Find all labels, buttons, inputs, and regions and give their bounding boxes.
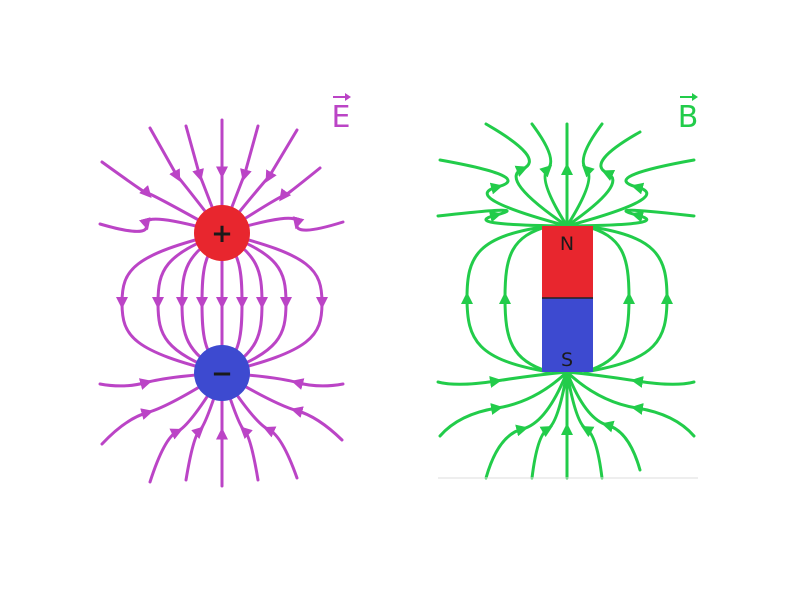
electric-outward-line [220,166,322,235]
negative-charge-symbol: − [211,359,233,389]
electric-inward-line [220,371,299,480]
magnetic-outward-line [438,158,569,228]
electric-outward-line [220,128,299,235]
electric-outward-line [220,124,260,235]
electric-dipole-loop [220,231,269,375]
electric-inward-line [148,371,224,484]
electric-dipole-loop [116,231,224,375]
magnetic-inward-line [438,370,569,438]
electric-outward-line [98,217,224,235]
magnetic-inward-line [565,370,696,438]
positive-charge [194,205,250,261]
magnetic-inward-line [565,370,642,472]
magnetic-outward-line [565,208,696,228]
electric-dipole-loop [220,231,329,375]
south-pole-label: S [561,349,573,371]
magnetic-loop [498,224,551,374]
negative-charge [194,345,250,401]
magnetic-loop [460,224,551,374]
magnetic-inward-line [436,370,569,388]
positive-charge-symbol: + [211,219,233,249]
magnetic-inward-line [530,370,569,480]
magnetic-field-lines [436,122,696,480]
electric-outward-line [220,216,345,235]
north-pole [542,226,593,298]
magnetic-outward-line [565,122,604,228]
north-pole-label: N [560,233,574,255]
electric-field-lines [98,118,345,488]
magnetic-inward-line [484,370,569,480]
electric-dipole-loop [151,231,224,375]
electric-field-label: E [332,100,351,135]
magnetic-inward-line [565,370,696,388]
magnetic-inward-line [565,370,604,480]
electric-dipole-loop [176,231,224,375]
electric-outward-line [100,160,224,235]
bar-magnet-panel: N S B [436,93,699,480]
electric-outward-line [148,126,224,235]
magnetic-field-label: B [678,100,699,135]
electric-dipole-loop [220,231,293,375]
vector-arrow-icon [680,93,698,101]
magnetic-loop [583,224,636,374]
magnetic-outward-line [565,130,642,228]
electric-outward-line [184,124,224,235]
magnetic-outward-line [530,122,569,228]
electric-inward-line [220,371,344,442]
magnetic-loop [583,224,674,374]
electric-inward-line [100,371,224,446]
vector-arrow-icon [333,93,351,101]
magnetic-outward-line [565,158,696,228]
magnetic-outward-line [484,122,569,228]
electric-dipole-panel: + − E [98,93,351,488]
south-pole [542,298,593,372]
magnetic-outward-line [436,208,569,228]
